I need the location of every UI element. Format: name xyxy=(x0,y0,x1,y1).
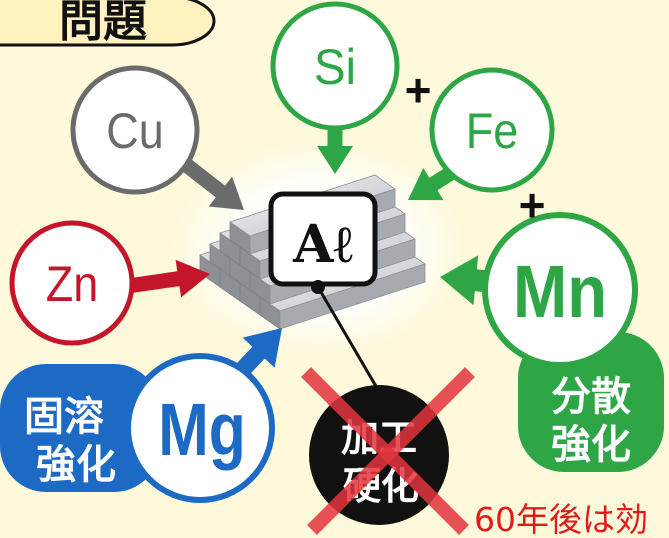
header-title: 問題 xyxy=(59,0,147,47)
plus-si-fe: + xyxy=(405,64,432,116)
solid-solution-blob xyxy=(0,364,160,492)
zn-label: Zn xyxy=(46,257,99,313)
dispersion-line-1: 分散 xyxy=(551,374,631,420)
cu-label: Cu xyxy=(106,104,164,160)
mn-circle xyxy=(482,212,638,368)
solid-solution-label: 固溶 強化 xyxy=(24,394,116,488)
mg-circle xyxy=(125,353,275,503)
si-circle xyxy=(270,1,400,131)
plus-fe-mn: + xyxy=(519,179,546,231)
cross-out-icon xyxy=(301,367,475,535)
fe-circle xyxy=(429,67,555,193)
mg-label: Mg xyxy=(158,389,246,471)
cross-out-stroke-2 xyxy=(307,367,475,535)
mn-label: Mn xyxy=(513,250,607,333)
mn-arrow xyxy=(440,255,495,306)
al-symbol: Aℓ xyxy=(292,214,353,275)
dispersion-label: 分散 強化 xyxy=(551,374,631,468)
al-center: Aℓ xyxy=(268,191,378,294)
si-node: Si xyxy=(270,1,400,131)
si-label: Si xyxy=(314,40,356,95)
header-box xyxy=(0,0,216,47)
header: 問題 xyxy=(0,0,216,47)
zn-arrow xyxy=(126,259,210,298)
si-arrow xyxy=(317,120,353,174)
footnote: 60年後は効 xyxy=(474,500,648,538)
cu-node: Cu xyxy=(70,65,200,195)
al-to-work-hardening-line xyxy=(316,286,379,389)
fe-label: Fe xyxy=(466,104,519,160)
zn-node: Zn xyxy=(9,220,135,346)
zn-circle xyxy=(9,220,135,346)
ingot-side-face xyxy=(279,263,426,330)
cu-arrow xyxy=(175,154,244,210)
cu-circle xyxy=(70,65,200,195)
dispersion-line-2: 強化 xyxy=(551,422,631,468)
solid-solution-line-2: 強化 xyxy=(36,442,116,488)
fe-node: Fe xyxy=(429,67,555,193)
solid-solution-line-1: 固溶 xyxy=(24,394,104,440)
al-link-dot xyxy=(311,280,325,294)
mn-node: Mn xyxy=(482,212,638,368)
mg-node: Mg xyxy=(125,353,275,503)
